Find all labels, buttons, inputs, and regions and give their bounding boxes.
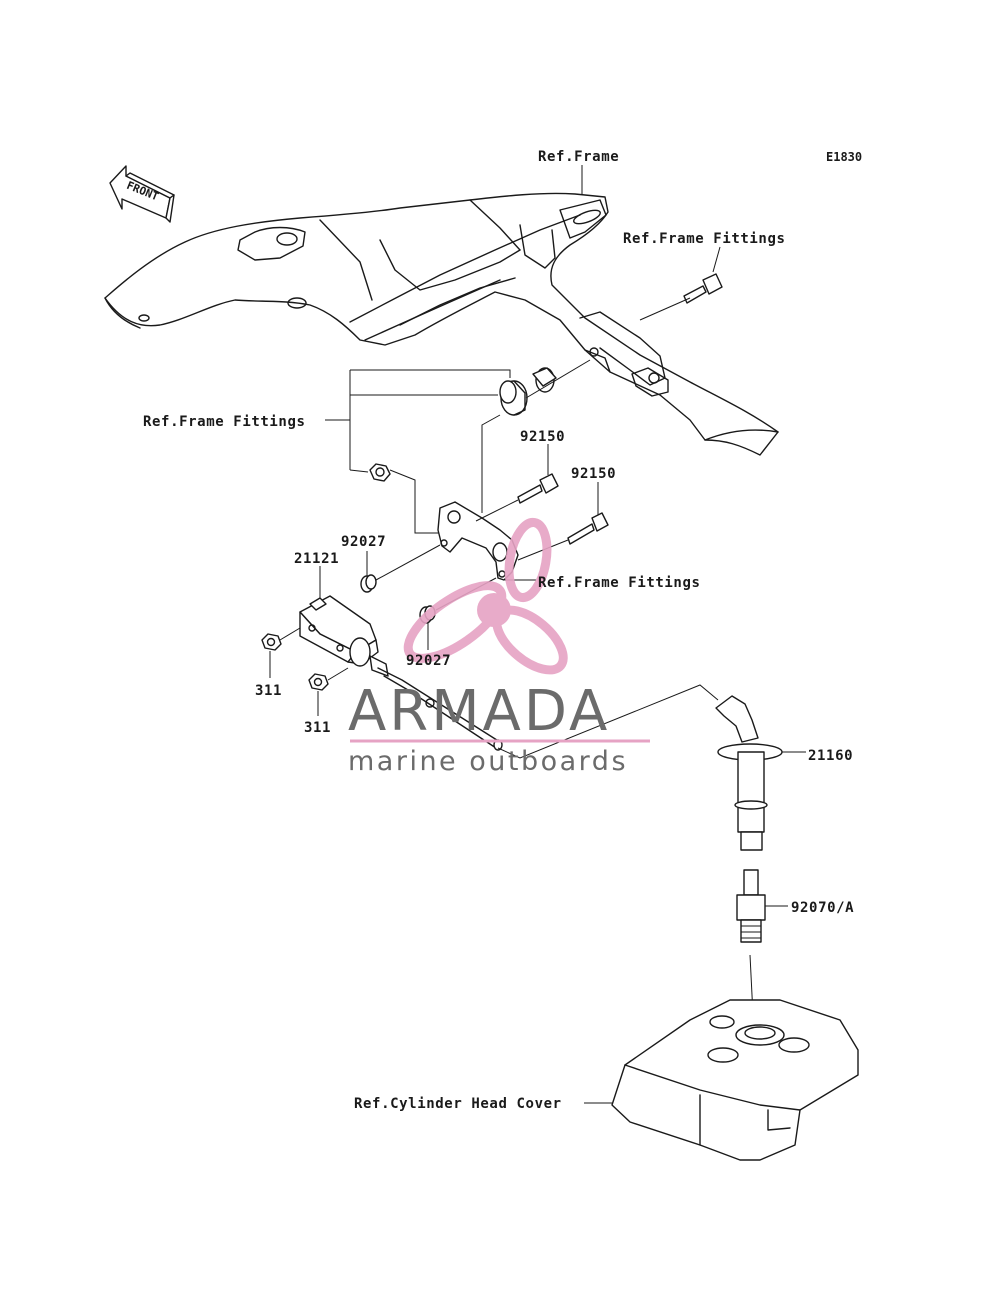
collar <box>532 367 557 393</box>
frame <box>104 192 779 456</box>
part-number-bolt-lower: 92150 <box>571 466 616 482</box>
front-arrow-icon: FRONT <box>109 165 175 223</box>
frame-bolt <box>639 273 723 321</box>
cylinder-head-cover <box>584 999 859 1161</box>
part-number-ignition-coil: 21121 <box>294 551 339 567</box>
ref-frame-fittings-bracket <box>325 369 511 534</box>
diagram-code: E1830 <box>826 150 862 164</box>
grommet <box>499 380 528 416</box>
ref-frame-fittings-left-label: Ref.Frame Fittings <box>143 414 306 430</box>
part-number-nut-lower: 311 <box>304 720 331 736</box>
part-number-spacer-upper: 92027 <box>341 534 386 550</box>
part-number-spark-plug: 92070/A <box>791 900 854 916</box>
watermark-propeller-icon <box>403 517 568 675</box>
part-number-plug-cap: 21160 <box>808 748 853 764</box>
plug-cap <box>715 695 806 851</box>
watermark-tagline: marine outboards <box>348 746 628 777</box>
part-number-bolt-upper: 92150 <box>520 429 565 445</box>
nut-lower <box>308 667 349 716</box>
bolt-lower <box>567 482 609 545</box>
frame-nut <box>369 463 391 482</box>
ignition-coil <box>299 566 503 751</box>
ref-frame-label: Ref.Frame <box>538 149 619 165</box>
bolt-upper <box>517 444 559 504</box>
part-number-spacer-lower: 92027 <box>406 653 451 669</box>
spacer-upper <box>360 544 441 593</box>
watermark-brand: ARMADA <box>348 679 610 744</box>
ref-frame-fittings-top-label: Ref.Frame Fittings <box>623 231 786 247</box>
ref-frame-fittings-mid-label: Ref.Frame Fittings <box>538 575 701 591</box>
nut-left <box>261 633 282 678</box>
part-number-nut-left: 311 <box>255 683 282 699</box>
ref-cylinder-head-cover-label: Ref.Cylinder Head Cover <box>354 1096 562 1112</box>
